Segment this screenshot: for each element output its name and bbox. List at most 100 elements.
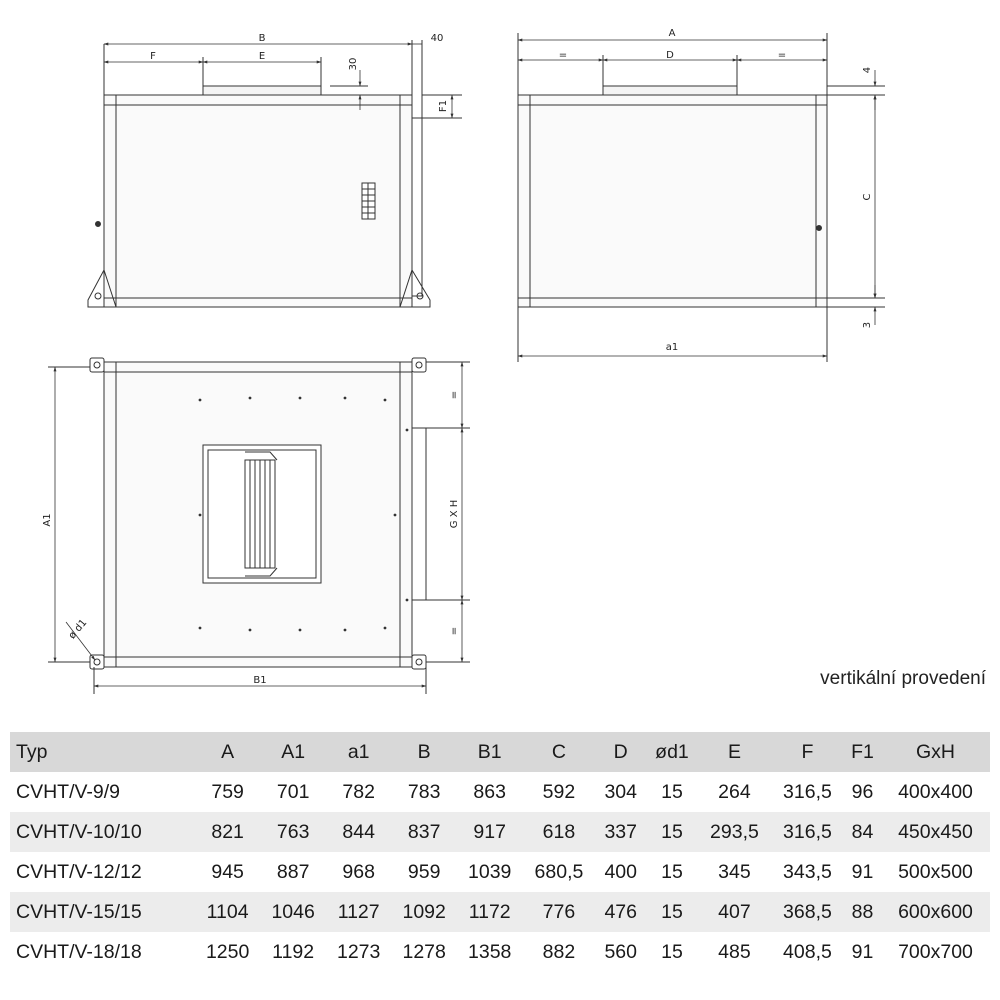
table-cell: 844: [325, 812, 392, 852]
table-cell: 600x600: [880, 892, 990, 932]
top-dimensions: [53, 361, 464, 688]
table-cell: 759: [211, 780, 244, 803]
table-cell: 15: [661, 780, 683, 803]
dim-label-a1: a1: [666, 342, 679, 353]
table-cell: 408,5: [783, 940, 832, 963]
table-cell: 783: [407, 780, 441, 803]
table-cell: 1250: [205, 940, 250, 963]
dim-label-A: A: [669, 28, 676, 39]
front-frame: [103, 94, 413, 308]
dim-label-GxH: G X H: [449, 500, 460, 528]
fan-wheel: [244, 451, 278, 577]
dim-label-eq-top: =: [449, 391, 460, 399]
header-cell: GxH: [880, 732, 990, 772]
dim-label-3: 3: [862, 322, 873, 328]
table-cell: 776: [522, 892, 596, 932]
dim-label-A1: A1: [42, 513, 53, 526]
side-view: [517, 33, 885, 362]
header-cell: F: [770, 732, 844, 772]
table-cell: 1192: [272, 940, 315, 963]
table-cell: 84: [843, 812, 881, 852]
header-cell: B1: [456, 732, 523, 772]
header-cell: D: [595, 732, 646, 772]
front-view: [87, 40, 462, 308]
table-row: CVHT/V-12/12 945 887 968 959 1039 680,5 …: [10, 852, 990, 892]
table-cell: 500x500: [898, 860, 973, 883]
table-cell: CVHT/V-15/15: [10, 892, 195, 932]
table-cell: 400x400: [898, 780, 973, 803]
table-cell: 887: [276, 860, 310, 883]
table-cell: 1172: [456, 892, 523, 932]
table-cell: 368,5: [770, 892, 844, 932]
dim-label-E: E: [259, 51, 265, 62]
dim-label-B: B: [259, 33, 266, 44]
table-cell: 1278: [402, 940, 446, 963]
technical-drawing: B F E 40 30 F1 A = D = 4: [42, 28, 885, 694]
table-row: CVHT/V-15/15 1104 1046 1127 1092 1172 77…: [10, 892, 990, 932]
table-cell: CVHT/V-12/12: [16, 860, 142, 883]
table-cell: 1358: [468, 940, 512, 963]
table-cell: 1104: [194, 892, 261, 932]
table-cell: 560: [604, 940, 637, 963]
orientation-caption: vertikální provedení: [820, 668, 986, 689]
table-cell: 782: [342, 780, 375, 803]
table-cell: 837: [391, 812, 457, 852]
table-cell: 304: [604, 780, 637, 803]
table-cell: 945: [211, 860, 244, 883]
table-cell: 701: [276, 780, 310, 803]
header-cell: A1: [260, 732, 326, 772]
dim-label-C: C: [862, 193, 873, 200]
front-dimensions: [103, 42, 454, 119]
header-cell: E: [697, 732, 771, 772]
table-cell: 1092: [391, 892, 457, 932]
header-cell: C: [522, 732, 596, 772]
front-outlet-flange: [202, 85, 322, 96]
table-cell: 293,5: [697, 812, 771, 852]
table-cell: 485: [718, 940, 751, 963]
header-cell: a1: [325, 732, 392, 772]
header-cell: Typ: [10, 732, 195, 772]
table-cell: CVHT/V-18/18: [16, 940, 142, 963]
table-cell: 337: [595, 812, 646, 852]
table-cell: 316,5: [770, 812, 844, 852]
side-dimensions: [517, 38, 877, 358]
table-cell: 400: [604, 860, 637, 883]
table-row: CVHT/V-9/9 759 701 782 783 863 592 304 1…: [10, 772, 990, 812]
dim-label-F1: F1: [438, 100, 449, 112]
table-cell: 450x450: [880, 812, 990, 852]
table-cell: 1273: [336, 940, 381, 963]
dim-label-od1: ø d1: [67, 617, 90, 641]
front-side-rail: [411, 117, 423, 297]
table-cell: 476: [595, 892, 646, 932]
header-cell: A: [194, 732, 261, 772]
dimensions-table: Typ A A1 a1 B B1 C D ød1 E F F1 GxH CVHT…: [10, 732, 990, 972]
table-cell: 680,5: [534, 860, 584, 883]
table-cell: 96: [851, 780, 874, 803]
mounting-foot-right: [399, 268, 431, 308]
table-cell: 968: [342, 860, 375, 883]
table-cell: 763: [260, 812, 326, 852]
side-outlet: [411, 427, 427, 601]
table-cell: 264: [718, 780, 751, 803]
table-cell: 407: [697, 892, 771, 932]
table-cell: CVHT/V-10/10: [10, 812, 195, 852]
table-cell: 15: [645, 812, 698, 852]
table-cell: CVHT/V-9/9: [16, 780, 121, 803]
dim-label-eq-bottom: =: [449, 627, 460, 635]
side-frame: [517, 94, 828, 308]
table-cell: 917: [456, 812, 523, 852]
dim-label-4: 4: [862, 67, 873, 73]
table-cell: 15: [661, 860, 683, 883]
dim-label-eq-right: =: [778, 50, 786, 61]
table-cell: 882: [542, 940, 576, 963]
header-cell: F1: [843, 732, 881, 772]
mounting-foot-left: [87, 268, 117, 308]
table-cell: 88: [843, 892, 881, 932]
side-outlet-flange: [602, 85, 738, 96]
table-cell: 821: [194, 812, 261, 852]
header-cell: B: [391, 732, 457, 772]
top-view: [48, 357, 470, 694]
dim-label-30: 30: [348, 58, 359, 71]
table-row: CVHT/V-10/10 821 763 844 837 917 618 337…: [10, 812, 990, 852]
dim-label-F: F: [150, 51, 156, 62]
